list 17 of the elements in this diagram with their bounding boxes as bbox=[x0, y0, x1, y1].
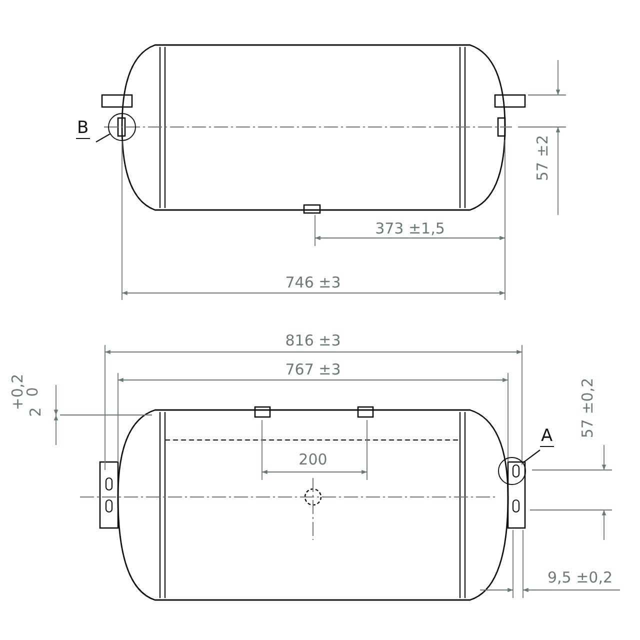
callout-letter: B bbox=[76, 120, 90, 139]
dimension-text: 200 bbox=[298, 452, 328, 468]
leader-line bbox=[96, 134, 110, 142]
dimension-text: 816 ±3 bbox=[285, 334, 341, 348]
dimension-text: 767 ±3 bbox=[285, 362, 341, 378]
dimension-text: 373 ±1,5 bbox=[375, 222, 445, 236]
callout-letter: A bbox=[540, 428, 554, 447]
dimension-text: 9,5 ±0,2 bbox=[547, 570, 613, 586]
dimension-text: 2 bbox=[28, 407, 44, 417]
dimension-text: 746 ±3 bbox=[285, 276, 341, 290]
detail-circle bbox=[498, 457, 526, 485]
dimension-text: 57 ±2 bbox=[536, 135, 550, 181]
leader-line bbox=[522, 450, 540, 464]
dimension-text: +0,2 bbox=[10, 374, 26, 410]
dimension-text: 0 bbox=[26, 387, 40, 397]
dimension-text: 57 ±0,2 bbox=[580, 378, 596, 438]
detail-circle bbox=[108, 113, 136, 141]
